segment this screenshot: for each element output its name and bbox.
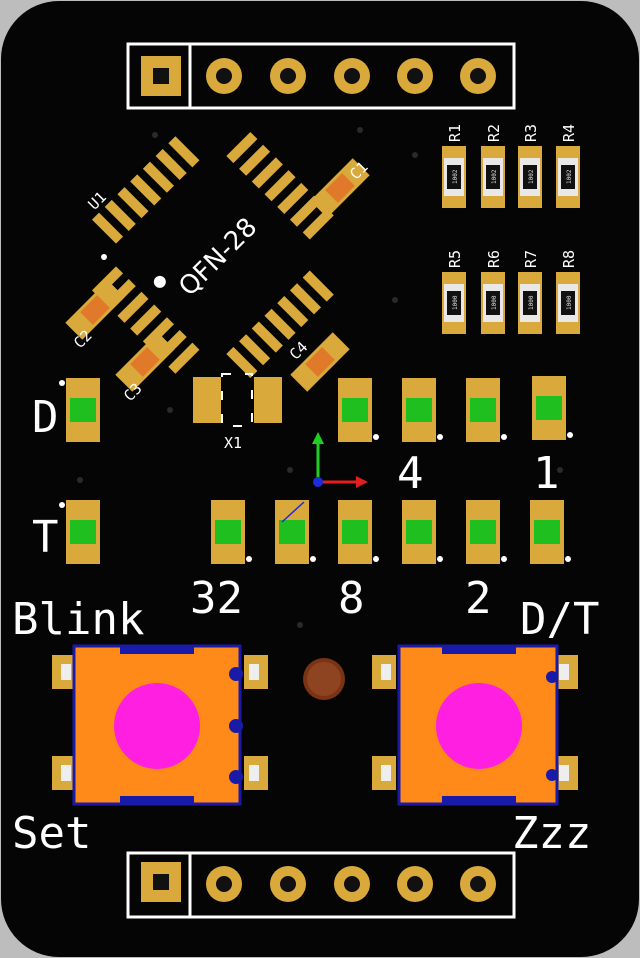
button-cap-right[interactable] [436,683,522,769]
capacitor-c3 [115,332,175,392]
led-d [59,378,100,442]
resistor-label-r6: R6 [485,250,503,268]
button-label-zzz: Zzz [512,808,591,859]
resistor-label-r5: R5 [446,250,464,268]
capacitor-c4 [290,332,350,392]
resistor-label-r1: R1 [446,124,464,142]
led-bit-4-b [402,500,443,564]
crystal-label: X1 [224,434,242,452]
resistor-r5 [442,272,466,334]
led-bit-16 [338,378,379,442]
bit-label-2: 2 [465,573,492,624]
resistor-code-r7: 1000 [528,295,535,310]
resistor-code-r8: 1000 [566,295,573,310]
pin1-dot [153,275,166,288]
origin-axes-icon [312,432,368,488]
bottom-header [126,851,516,919]
resistor-code-r5: 1000 [452,295,459,310]
button-right[interactable] [372,644,578,806]
resistor-r6 [481,272,505,334]
top-header [126,42,516,110]
resistor-label-r4: R4 [560,124,578,142]
led-bit-2 [466,500,507,564]
led-bit-1 [532,376,573,440]
led-t [59,500,100,564]
header-pins [206,58,496,94]
button-label-dt: D/T [520,594,599,645]
button-cap-left[interactable] [114,683,200,769]
led-bit-4 [402,378,443,442]
capacitor-c2 [65,280,125,340]
button-left[interactable] [52,644,268,806]
led-bit-16-b [275,500,316,564]
resistor-r1 [442,146,466,208]
resistor-label-r2: R2 [485,124,503,142]
bit-label-32: 32 [190,573,243,624]
bit-label-1: 1 [533,448,560,499]
resistor-label-r3: R3 [522,124,540,142]
row-label-d: D [32,392,59,443]
resistor-r4 [556,146,580,208]
led-bit-2-top [466,378,507,442]
resistor-code-r4: 1002 [566,169,573,184]
resistor-label-r7: R7 [522,250,540,268]
resistor-code-r3: 1002 [528,169,535,184]
led-t-row [59,500,571,564]
row-label-t: T [32,512,59,563]
button-label-set: Set [12,808,91,859]
resistor-r8 [556,272,580,334]
resistor-code-r2: 1002 [491,169,498,184]
resistor-code-r6: 1000 [491,295,498,310]
header-pins-bottom [206,866,496,902]
bit-label-8: 8 [338,573,365,624]
led-bit-32 [211,500,252,564]
led-bit-8 [338,500,379,564]
resistor-r2 [481,146,505,208]
led-bit-1-b [530,500,571,564]
resistor-r3 [518,146,542,208]
crystal-x1 [193,373,282,427]
resistor-r7 [518,272,542,334]
bit-label-4: 4 [397,448,424,499]
vias [77,127,563,628]
capacitor-c1 [310,158,370,218]
resistor-code-r1: 1002 [452,169,459,184]
button-label-blink: Blink [12,594,144,645]
led-d-row [59,376,573,442]
resistor-label-r8: R8 [560,250,578,268]
